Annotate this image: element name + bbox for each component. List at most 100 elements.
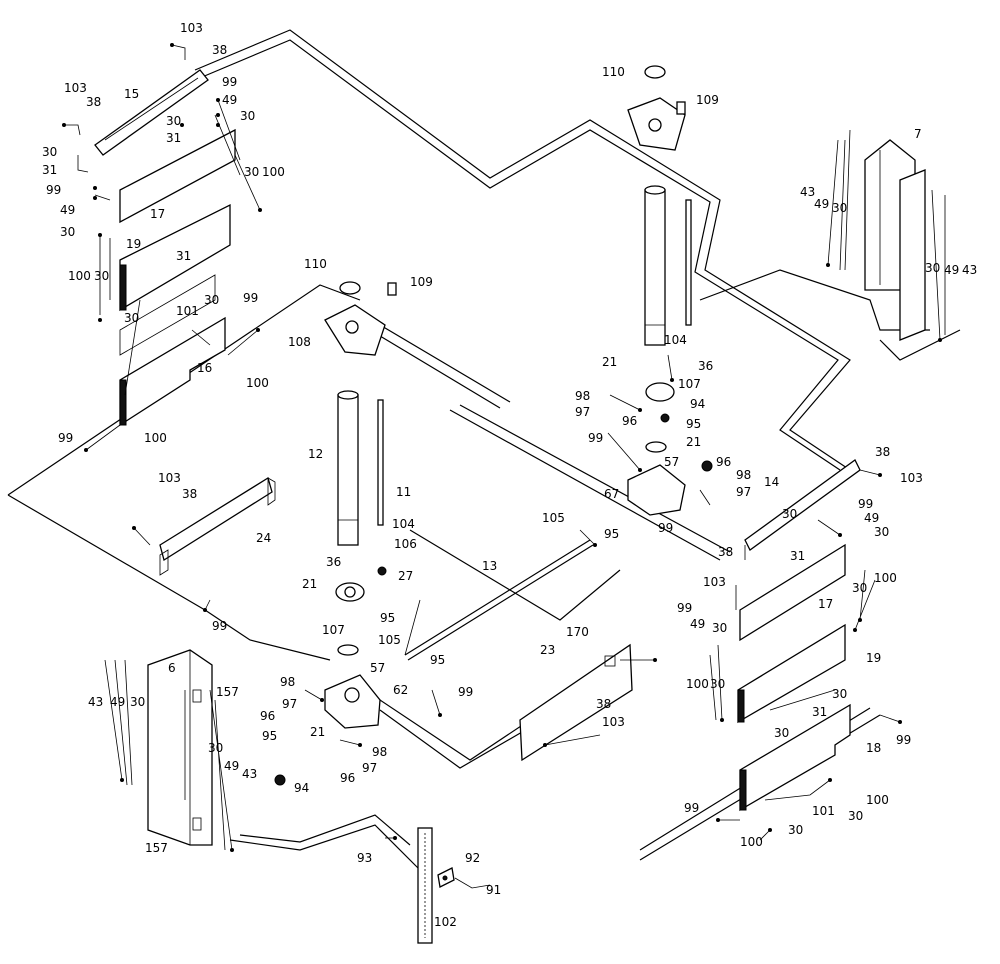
label-97: 97: [736, 485, 751, 499]
label-43: 43: [242, 767, 257, 781]
label-109: 109: [410, 275, 433, 289]
label-19: 19: [866, 651, 881, 665]
label-106: 106: [394, 537, 417, 551]
label-30: 30: [874, 525, 889, 539]
label-100: 100: [740, 835, 763, 849]
label-91: 91: [486, 883, 501, 897]
cover-6: [147, 649, 213, 846]
bracket-24: [159, 476, 276, 576]
ring-110-left: [339, 281, 361, 295]
right-column: [627, 65, 713, 516]
base-block-right: [627, 464, 686, 516]
panel-17-left: [119, 128, 236, 224]
label-98: 98: [736, 468, 751, 482]
label-21: 21: [686, 435, 701, 449]
label-30: 30: [848, 809, 863, 823]
label-30: 30: [244, 165, 259, 179]
left-column: [274, 281, 397, 786]
label-14: 14: [764, 475, 779, 489]
leader-dots: [62, 43, 942, 852]
label-21: 21: [310, 725, 325, 739]
label-57: 57: [664, 455, 679, 469]
label-99: 99: [46, 183, 61, 197]
label-105: 105: [542, 511, 565, 525]
label-38: 38: [182, 487, 197, 501]
label-103: 103: [158, 471, 181, 485]
label-49: 49: [864, 511, 879, 525]
label-100: 100: [246, 376, 269, 390]
panel-19-right: [737, 623, 846, 724]
label-100: 100: [68, 269, 91, 283]
cross-rod-13: [404, 539, 594, 661]
label-100: 100: [874, 571, 897, 585]
label-99: 99: [243, 291, 258, 305]
label-108: 108: [288, 335, 311, 349]
label-23: 23: [540, 643, 555, 657]
label-31: 31: [166, 131, 181, 145]
label-38: 38: [86, 95, 101, 109]
label-103: 103: [180, 21, 203, 35]
label-100: 100: [144, 431, 167, 445]
label-49: 49: [224, 759, 239, 773]
leader-lines: [64, 44, 946, 889]
label-99: 99: [458, 685, 473, 699]
label-30: 30: [204, 293, 219, 307]
label-30: 30: [832, 201, 847, 215]
label-110: 110: [304, 257, 327, 271]
label-30: 30: [712, 621, 727, 635]
label-30: 30: [208, 741, 223, 755]
label-31: 31: [42, 163, 57, 177]
label-30: 30: [832, 687, 847, 701]
label-98: 98: [575, 389, 590, 403]
label-103: 103: [703, 575, 726, 589]
label-100: 100: [866, 793, 889, 807]
right-lower-panels: [737, 459, 861, 812]
label-30: 30: [166, 114, 181, 128]
label-96: 96: [260, 709, 275, 723]
bearing-107-right: [645, 382, 675, 402]
panel-18: [739, 703, 851, 812]
label-107: 107: [322, 623, 345, 637]
label-49: 49: [814, 197, 829, 211]
base-frame-outline: [7, 29, 961, 871]
label-94: 94: [294, 781, 309, 795]
label-49: 49: [222, 93, 237, 107]
label-101: 101: [812, 804, 835, 818]
panel-17-right: [739, 543, 846, 642]
label-31: 31: [790, 549, 805, 563]
label-57: 57: [370, 661, 385, 675]
label-98: 98: [372, 745, 387, 759]
gear-rack-102: [417, 827, 455, 944]
label-43: 43: [962, 263, 977, 277]
label-17: 17: [150, 207, 165, 221]
bracket-23: [519, 643, 633, 762]
label-99: 99: [588, 431, 603, 445]
label-30: 30: [94, 269, 109, 283]
label-30: 30: [130, 695, 145, 709]
tube-12: [337, 394, 359, 546]
label-95: 95: [604, 527, 619, 541]
label-11: 11: [396, 485, 411, 499]
ring-110-right: [644, 65, 666, 79]
label-27: 27: [398, 569, 413, 583]
label-36: 36: [326, 555, 341, 569]
label-38: 38: [875, 445, 890, 459]
label-19: 19: [126, 237, 141, 251]
label-99: 99: [222, 75, 237, 89]
label-36: 36: [698, 359, 713, 373]
label-30: 30: [60, 225, 75, 239]
label-157: 157: [216, 685, 239, 699]
label-99: 99: [677, 601, 692, 615]
label-96: 96: [716, 455, 731, 469]
label-110: 110: [602, 65, 625, 79]
label-103: 103: [64, 81, 87, 95]
label-109: 109: [696, 93, 719, 107]
label-24: 24: [256, 531, 271, 545]
tube-right: [644, 189, 666, 346]
cover-7: [864, 139, 926, 341]
label-21: 21: [302, 577, 317, 591]
label-103: 103: [900, 471, 923, 485]
label-6: 6: [168, 661, 176, 675]
label-93: 93: [357, 851, 372, 865]
